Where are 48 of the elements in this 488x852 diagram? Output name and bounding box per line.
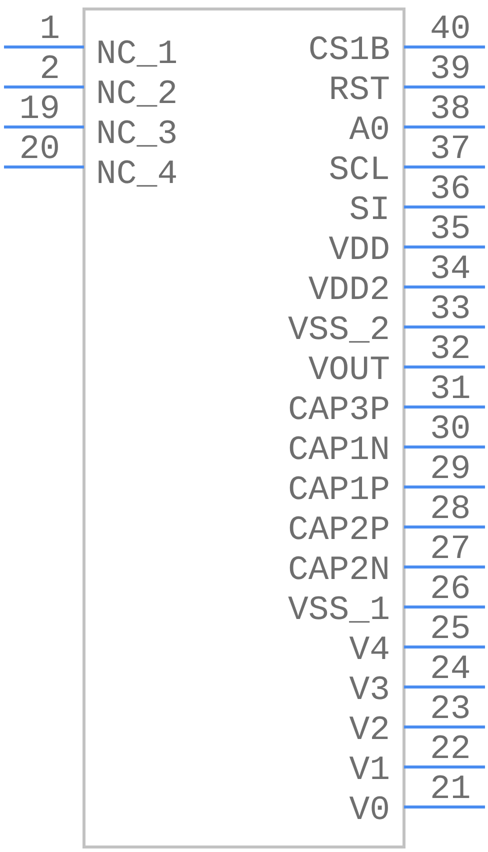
pin-name: V3 [349,674,390,708]
pin-name: NC_2 [96,78,178,112]
pin-number: 32 [430,333,471,367]
pin-name: NC_3 [96,118,178,152]
pin-name: RST [328,74,390,108]
pin-number: 29 [430,453,471,487]
pin-name: NC_1 [96,38,178,72]
pin-name: CAP1P [288,474,390,508]
pin-name: CAP1N [288,434,390,468]
pin-name: V2 [349,714,390,748]
pin-name: CS1B [308,34,390,68]
pin-number: 1 [40,13,60,47]
pin-number: 30 [430,413,471,447]
pin-name: V4 [349,634,390,668]
pin-name: CAP2P [288,514,390,548]
pin-number: 39 [430,53,471,87]
pin-number: 2 [40,53,60,87]
pin-name: VDD2 [308,274,390,308]
pin-name: A0 [349,114,390,148]
pin-number: 36 [430,173,471,207]
pin-name: VOUT [308,354,390,388]
pin-number: 28 [430,493,471,527]
pin-name: V0 [349,794,390,828]
pin-number: 33 [430,293,471,327]
pin-name: CAP3P [288,394,390,428]
pin-number: 22 [430,733,471,767]
pin-number: 35 [430,213,471,247]
pin-number: 34 [430,253,471,287]
pin-number: 26 [430,573,471,607]
pin-name: V1 [349,754,390,788]
pin-name: VSS_2 [288,314,390,348]
pin-number: 40 [430,13,471,47]
pin-name: NC_4 [96,158,178,192]
pin-name: SI [349,194,390,228]
pin-number: 38 [430,93,471,127]
pin-number: 24 [430,653,471,687]
pin-name: CAP2N [288,554,390,588]
pin-name: VDD [328,234,390,268]
pin-number: 27 [430,533,471,567]
pin-name: VSS_1 [288,594,390,628]
pin-number: 31 [430,373,471,407]
pin-number: 23 [430,693,471,727]
pin-number: 21 [430,773,471,807]
pin-number: 37 [430,133,471,167]
pin-number: 25 [430,613,471,647]
pin-number: 20 [19,133,60,167]
pin-number: 19 [19,93,60,127]
pin-name: SCL [328,154,390,188]
